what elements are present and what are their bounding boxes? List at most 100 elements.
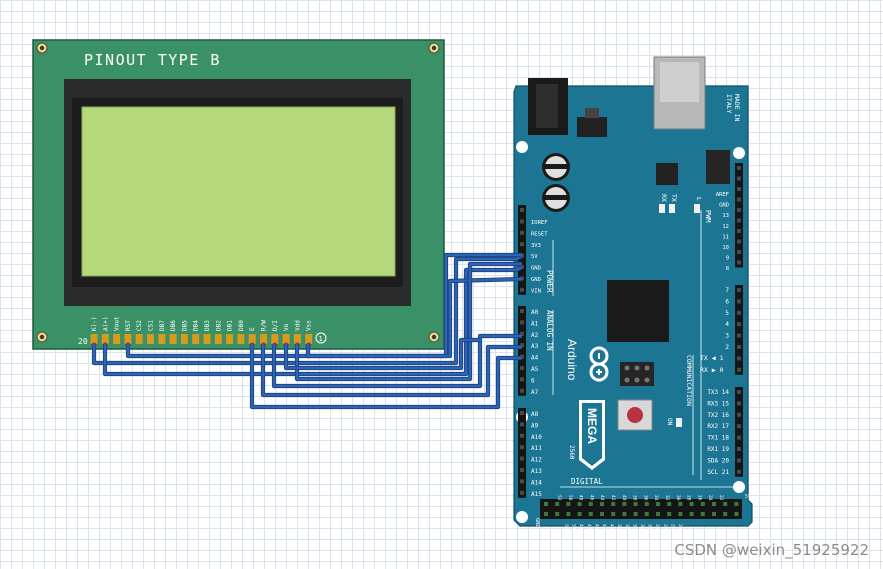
lcd-pin[interactable] — [260, 334, 267, 344]
header-socket[interactable] — [689, 512, 694, 516]
header-socket[interactable] — [689, 502, 694, 506]
wire[interactable] — [250, 344, 522, 409]
header-socket[interactable] — [633, 502, 638, 506]
lcd-pin[interactable] — [192, 334, 200, 344]
header-socket[interactable] — [611, 502, 616, 506]
lcd-pin[interactable] — [147, 334, 154, 344]
wire[interactable] — [261, 344, 522, 397]
header-socket[interactable] — [737, 176, 741, 181]
header-socket[interactable] — [520, 230, 524, 235]
header-socket[interactable] — [520, 388, 524, 393]
header-socket[interactable] — [520, 422, 524, 427]
header-socket[interactable] — [667, 512, 672, 516]
header-socket[interactable] — [737, 239, 741, 244]
header-socket[interactable] — [600, 512, 604, 516]
header-socket[interactable] — [520, 468, 524, 472]
reset-button[interactable] — [617, 399, 653, 431]
wire[interactable] — [92, 254, 523, 365]
header-socket[interactable] — [737, 197, 741, 202]
lcd-pin[interactable] — [305, 334, 313, 344]
header-socket[interactable] — [734, 502, 739, 506]
header-socket[interactable] — [737, 412, 741, 417]
header-socket[interactable] — [737, 310, 741, 315]
header-socket[interactable] — [520, 411, 524, 415]
lcd-pin[interactable] — [226, 334, 234, 344]
header-socket[interactable] — [737, 299, 741, 304]
header-socket[interactable] — [737, 356, 741, 361]
header-socket[interactable] — [520, 219, 524, 224]
header-socket[interactable] — [712, 502, 716, 506]
header-socket[interactable] — [737, 424, 741, 429]
wire[interactable] — [103, 265, 523, 376]
header-socket[interactable] — [737, 322, 741, 327]
header-socket[interactable] — [737, 229, 741, 233]
header-socket[interactable] — [520, 433, 524, 438]
header-socket[interactable] — [520, 377, 524, 382]
header-socket[interactable] — [678, 502, 683, 506]
lcd-pin[interactable] — [158, 334, 166, 344]
header-socket[interactable] — [622, 512, 627, 516]
header-socket[interactable] — [737, 345, 741, 349]
lcd-pin[interactable] — [113, 334, 121, 344]
header-socket[interactable] — [600, 502, 604, 506]
header-socket[interactable] — [734, 512, 739, 516]
header-socket[interactable] — [544, 502, 548, 506]
lcd-pin[interactable] — [135, 334, 143, 344]
header-socket[interactable] — [520, 309, 524, 313]
header-socket[interactable] — [700, 512, 705, 516]
header-socket[interactable] — [737, 458, 741, 463]
lcd-pin[interactable] — [271, 334, 279, 344]
lcd-pin[interactable] — [90, 334, 98, 344]
header-socket[interactable] — [520, 479, 524, 484]
lcd-pin[interactable] — [214, 334, 222, 344]
header-socket[interactable] — [520, 208, 524, 212]
header-socket[interactable] — [520, 331, 524, 336]
header-socket[interactable] — [520, 242, 524, 247]
header-socket[interactable] — [737, 260, 741, 265]
header-socket[interactable] — [520, 287, 524, 292]
header-socket[interactable] — [633, 512, 638, 516]
header-socket[interactable] — [622, 502, 627, 506]
lcd-pin[interactable] — [282, 334, 290, 344]
header-socket[interactable] — [566, 502, 571, 506]
header-socket[interactable] — [737, 367, 741, 372]
header-socket[interactable] — [737, 187, 741, 191]
header-socket[interactable] — [577, 512, 582, 516]
header-socket[interactable] — [520, 490, 524, 495]
header-socket[interactable] — [520, 445, 524, 450]
header-socket[interactable] — [566, 512, 571, 516]
lcd-pin[interactable] — [101, 334, 109, 344]
header-socket[interactable] — [520, 366, 524, 370]
header-socket[interactable] — [544, 512, 548, 516]
header-socket[interactable] — [723, 502, 728, 506]
header-socket[interactable] — [520, 276, 524, 281]
header-socket[interactable] — [737, 208, 741, 212]
header-socket[interactable] — [700, 502, 705, 506]
lcd-pin[interactable] — [169, 334, 177, 344]
header-socket[interactable] — [737, 469, 741, 474]
header-socket[interactable] — [644, 502, 649, 506]
header-socket[interactable] — [588, 512, 593, 516]
header-socket[interactable] — [588, 502, 593, 506]
header-socket[interactable] — [611, 512, 616, 516]
header-socket[interactable] — [737, 218, 741, 223]
header-socket[interactable] — [656, 512, 660, 516]
header-socket[interactable] — [737, 435, 741, 440]
lcd-pin[interactable] — [203, 334, 211, 344]
header-socket[interactable] — [737, 250, 741, 254]
header-socket[interactable] — [577, 502, 582, 506]
header-socket[interactable] — [667, 502, 672, 506]
header-socket[interactable] — [737, 447, 741, 451]
header-socket[interactable] — [520, 320, 524, 325]
header-socket[interactable] — [737, 166, 741, 170]
wire[interactable] — [306, 277, 523, 358]
lcd-pin[interactable] — [248, 334, 256, 344]
header-socket[interactable] — [644, 512, 649, 516]
header-socket[interactable] — [737, 390, 741, 394]
header-socket[interactable] — [723, 512, 728, 516]
header-socket[interactable] — [656, 502, 660, 506]
lcd-pin[interactable] — [180, 334, 188, 344]
header-socket[interactable] — [520, 456, 524, 461]
lcd-pin[interactable] — [293, 334, 301, 344]
header-socket[interactable] — [555, 512, 560, 516]
